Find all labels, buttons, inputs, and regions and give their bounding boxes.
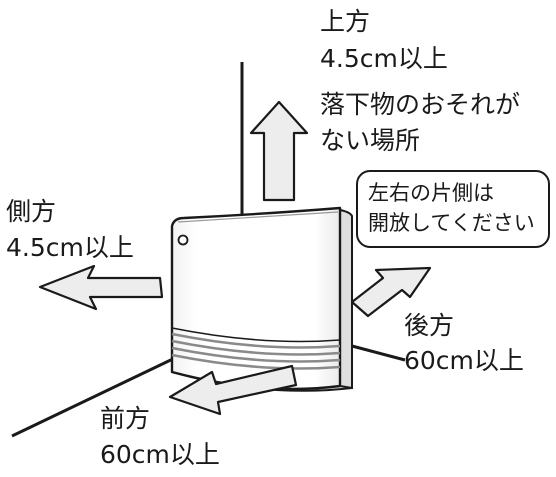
vent-top-edge [171,327,341,343]
side-arrow-icon [38,264,164,311]
callout-line-1: 左右の片側は [368,181,494,205]
rear-wall-line [351,344,406,362]
top-heading: 上方 [320,7,371,36]
note-line-1: 落下物のおそれが [320,90,521,119]
front-heading: 前方 [100,404,151,433]
vent-grille [171,332,341,370]
up-arrow-icon [249,100,309,202]
rear-arrow-icon [350,266,432,318]
note-line-2: ない場所 [320,126,421,155]
side-distance: 4.5cm以上 [6,233,134,262]
front-arrow-icon [168,364,298,416]
heater-top-edge [177,211,339,223]
callout-line-2: 開放してください [368,211,535,235]
power-button-icon [177,234,189,246]
callout-box: 左右の片側は 開放してください [356,170,550,248]
rear-heading: 後方 [404,311,455,340]
heater-side-panel [339,208,353,390]
front-floor-line [11,355,178,438]
rear-distance: 60cm以上 [404,346,524,375]
front-distance: 60cm以上 [100,440,220,469]
side-heading: 側方 [6,197,57,226]
top-distance: 4.5cm以上 [320,44,448,73]
